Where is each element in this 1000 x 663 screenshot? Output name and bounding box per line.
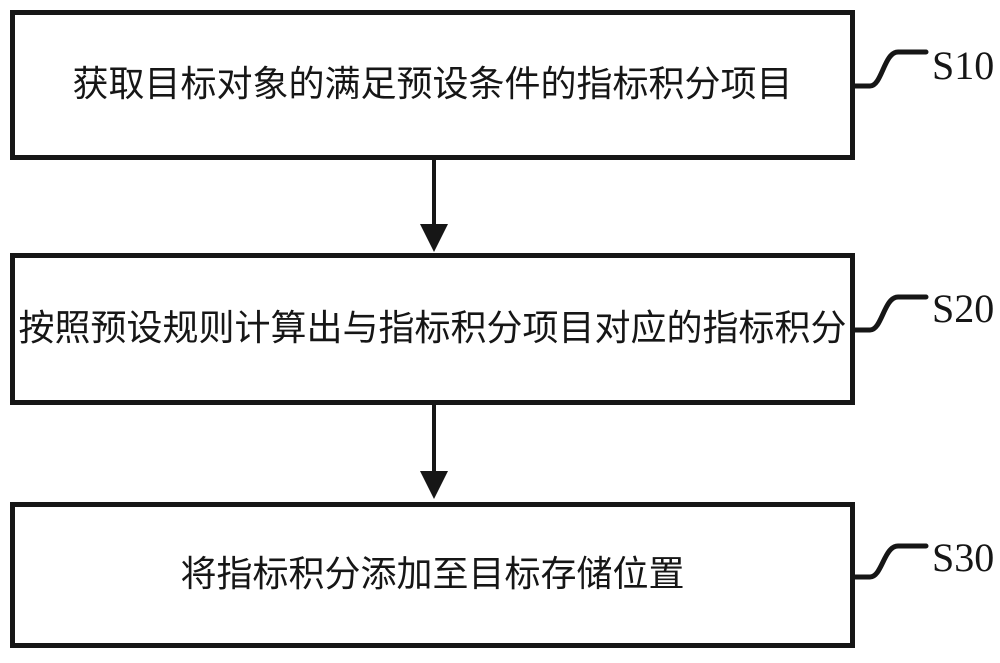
step-label-s20: S20 bbox=[932, 286, 995, 331]
step-text-s30: 将指标积分添加至目标存储位置 bbox=[180, 554, 685, 595]
arrowhead-icon bbox=[420, 224, 448, 252]
step-box-s20: 按照预设规则计算出与指标积分项目对应的指标积分 bbox=[10, 253, 855, 405]
step-label-s30: S30 bbox=[932, 535, 995, 580]
leader-line-s20 bbox=[850, 294, 929, 333]
leader-line-s30 bbox=[850, 543, 929, 580]
leader-line-s10 bbox=[850, 49, 929, 89]
down-arrow-2 bbox=[420, 403, 448, 499]
step-text-s10: 获取目标对象的满足预设条件的指标积分项目 bbox=[72, 64, 793, 105]
down-arrow-1 bbox=[420, 157, 448, 252]
step-box-s10: 获取目标对象的满足预设条件的指标积分项目 bbox=[10, 10, 855, 160]
step-text-s20: 按照预设规则计算出与指标积分项目对应的指标积分 bbox=[18, 308, 847, 349]
step-box-s30: 将指标积分添加至目标存储位置 bbox=[10, 502, 855, 648]
arrowhead-icon bbox=[420, 471, 448, 499]
step-label-s10: S10 bbox=[932, 43, 995, 88]
